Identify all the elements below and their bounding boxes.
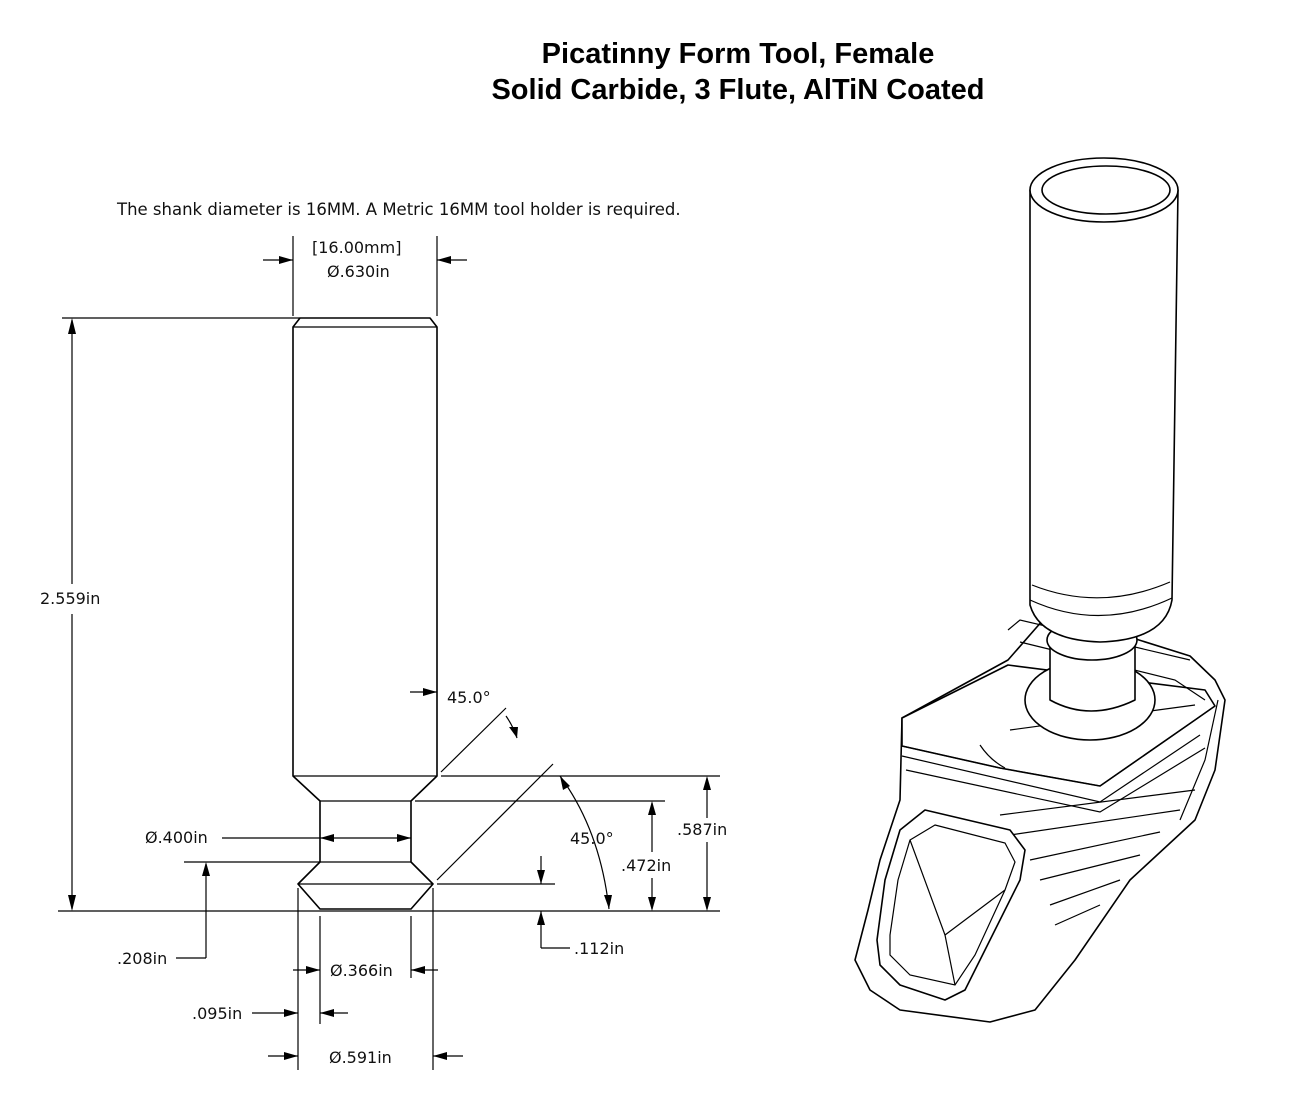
height-112-label: .112in: [574, 939, 625, 958]
height-208-label: .208in: [117, 949, 168, 968]
tip-diameter-label: Ø.366in: [330, 961, 393, 980]
dimension-lines: [58, 236, 720, 1070]
neck-diameter-label: Ø.400in: [145, 828, 208, 847]
offset-095-label: .095in: [192, 1004, 243, 1023]
tool-isometric-view: [854, 157, 1226, 1023]
height-472-label: .472in: [621, 856, 672, 875]
height-587-label: .587in: [677, 820, 728, 839]
form-angle-label: 45.0°: [570, 829, 614, 848]
tool-profile: [292, 317, 438, 910]
drawing-title-line-1: Picatinny Form Tool, Female: [541, 38, 935, 70]
form-diameter-label: Ø.591in: [329, 1048, 392, 1067]
chamfer-angle-label: 45.0°: [447, 688, 491, 707]
shank-diameter-label: Ø.630in: [327, 262, 390, 281]
overall-length-label: 2.559in: [40, 589, 101, 608]
shank-metric-label: [16.00mm]: [312, 238, 402, 257]
shank-note: The shank diameter is 16MM. A Metric 16M…: [117, 200, 681, 219]
drawing-title-line-2: Solid Carbide, 3 Flute, AlTiN Coated: [491, 74, 985, 106]
